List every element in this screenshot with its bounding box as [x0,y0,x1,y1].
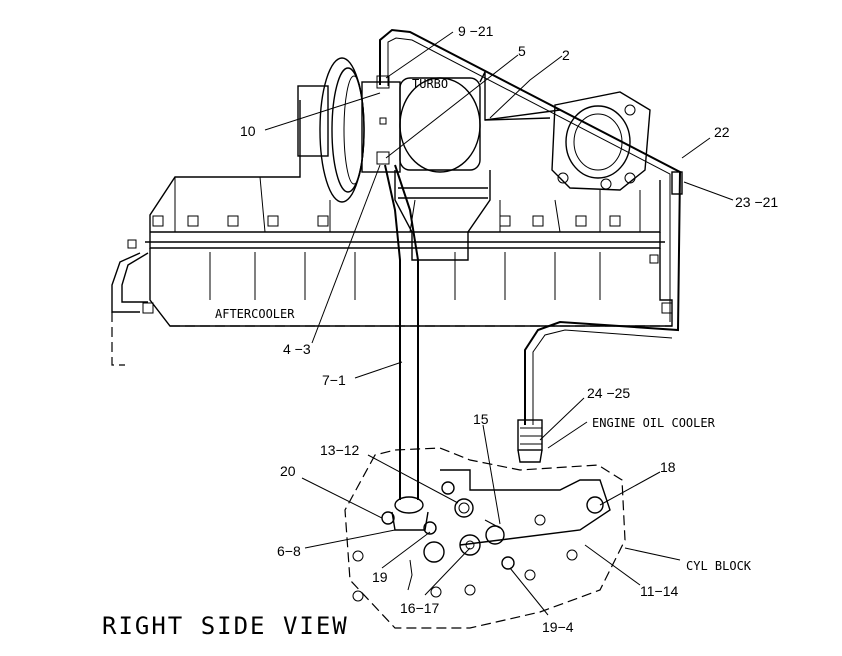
callout-11-14: 11−14 [640,583,678,599]
callout-2: 2 [562,47,570,63]
callout-9-21: 9 −21 [458,23,494,39]
callout-24-25: 24 −25 [587,385,630,401]
cyl-block-label: CYL BLOCK [686,559,752,573]
callout-22: 22 [714,124,730,140]
view-title: RIGHT SIDE VIEW [102,612,349,640]
cylinder-block [344,447,626,629]
oil-supply-tube [379,28,683,463]
engine-oil-cooler-label: ENGINE OIL COOLER [592,416,716,430]
turbocharger [297,57,561,261]
callout-6-8: 6−8 [277,543,301,559]
callout-23-21: 23 −21 [735,194,778,210]
callout-18: 18 [660,459,676,475]
callout-19: 19 [372,569,388,585]
callout-5: 5 [518,43,526,59]
leader-lines [264,31,734,616]
callout-13-12: 13−12 [320,442,360,458]
aftercooler-label: AFTERCOOLER [215,307,295,321]
callout-10: 10 [240,123,256,139]
exhaust-elbow [551,91,651,191]
callout-19-4: 19−4 [542,619,574,635]
turbo-label: TURBO [412,77,448,91]
callout-4-3: 4 −3 [283,341,311,357]
aftercooler-bolts [127,215,673,314]
callout-15: 15 [473,411,489,427]
callout-16-17: 16−17 [400,600,440,616]
aftercooler-housing [111,100,673,366]
callout-7-1: 7−1 [322,372,346,388]
callout-20: 20 [280,463,296,479]
